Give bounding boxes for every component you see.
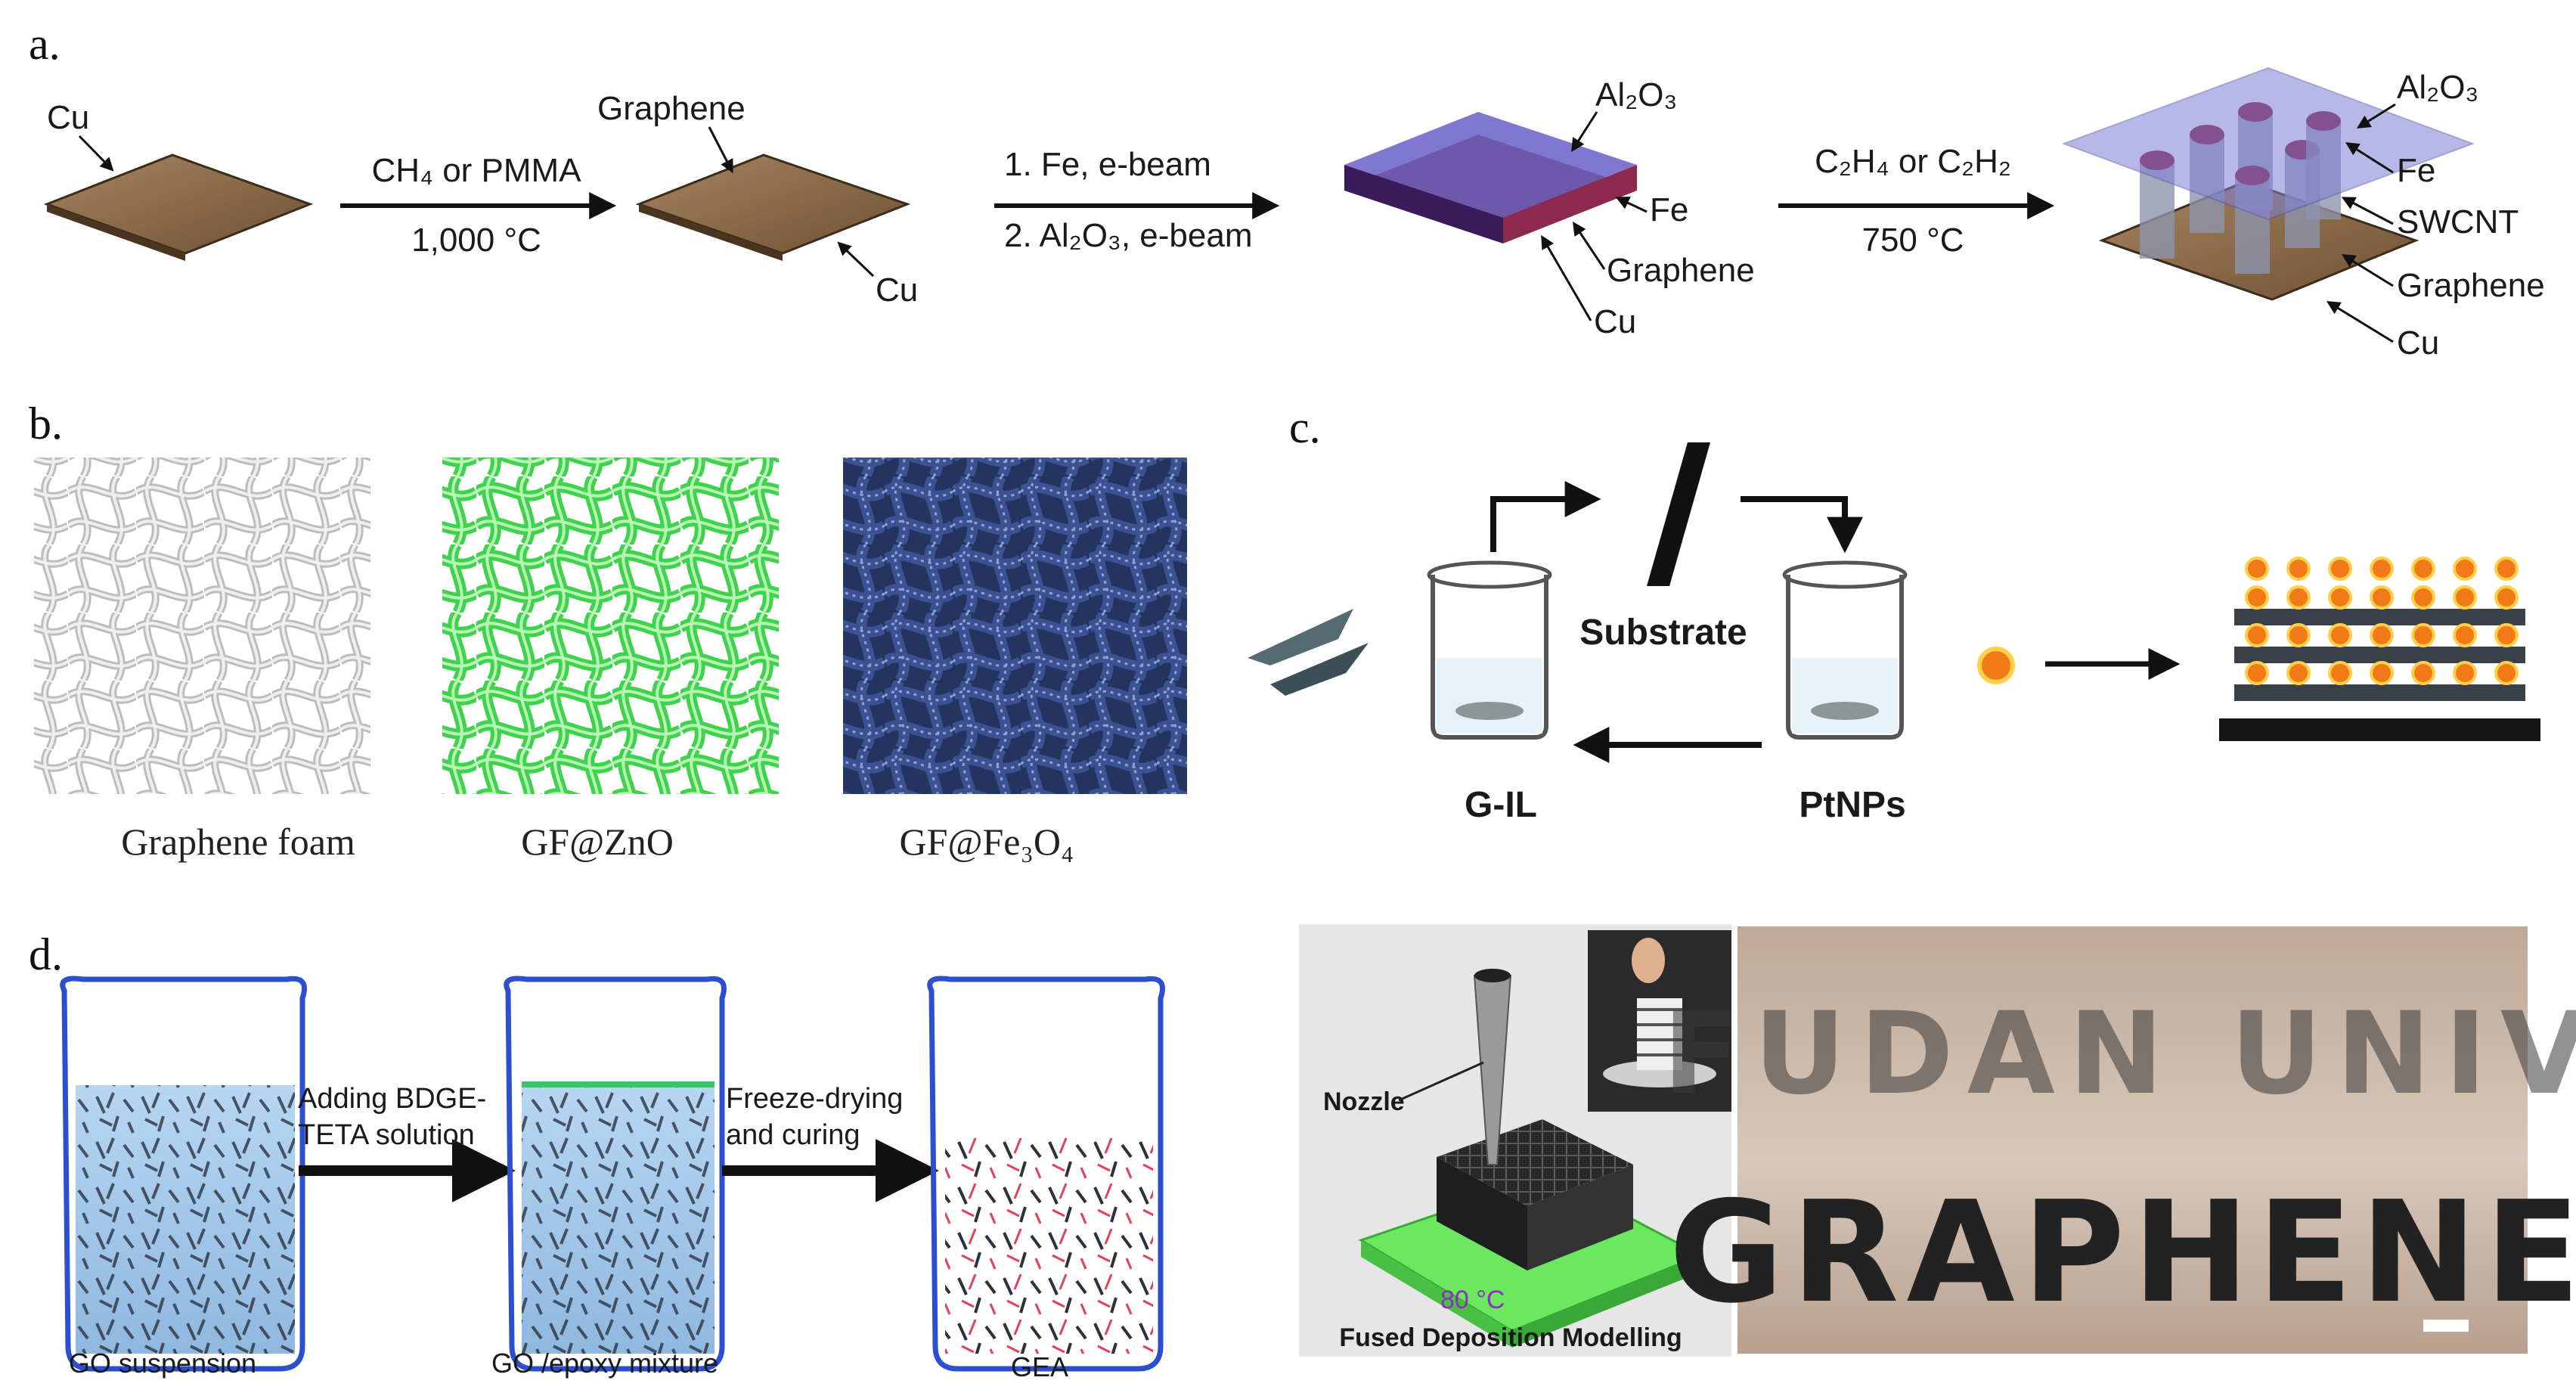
d-step2-line2: and curing <box>726 1119 860 1151</box>
step3-bottom-label: 750 °C <box>1861 222 1964 259</box>
heated-platform-edge-2 <box>1512 1255 1701 1348</box>
graphene-sheet-icon <box>1248 609 1353 665</box>
step3-top-label: C₂H₄ or C₂H₂ <box>1815 143 2011 180</box>
panel-b: b. Graphene foam GF@ZnO GF@Fe₃O₄ <box>29 399 1187 863</box>
substrate-label: Substrate <box>1579 613 1747 653</box>
step2-line1: 1. Fe, e-beam <box>1004 146 1211 183</box>
beaker3-caption: GEA <box>1011 1351 1068 1382</box>
ptnps-label: PtNPs <box>1799 785 1905 825</box>
scale-bar <box>2423 1320 2469 1332</box>
nozzle-pointer <box>1398 1061 1484 1102</box>
caption-graphene-foam: Graphene foam <box>121 821 355 863</box>
beaker-gea <box>927 976 1165 1372</box>
al2o3-pointer-2 <box>2356 103 2396 129</box>
step1-top-label: CH₄ or PMMA <box>371 152 581 189</box>
al2o3-label-1: Al₂O₃ <box>1595 76 1677 113</box>
cu-label-4: Cu <box>2397 324 2439 361</box>
d-step1-line1: Adding BDGE- <box>298 1083 486 1115</box>
cu-pointer-3 <box>1541 234 1592 321</box>
fe-label-2: Fe <box>2397 152 2435 189</box>
graphene-label-2: Graphene <box>1607 252 1755 289</box>
cycle-arrow-down <box>1741 496 1863 554</box>
gf-zno-image <box>442 458 779 794</box>
d-step1-line2: TETA solution <box>298 1119 475 1151</box>
panel-c-label: c. <box>1289 402 1321 452</box>
swcnt-pointer <box>2341 197 2394 225</box>
step1-bottom-label: 1,000 °C <box>411 222 541 259</box>
inset-photo-hand <box>1632 938 1665 983</box>
al2o3-pointer-1 <box>1571 111 1598 153</box>
beaker-gil <box>1427 560 1552 740</box>
pt-nanoparticle-icon <box>1977 647 2015 684</box>
cycle-arrow-up <box>1490 481 1601 552</box>
caption-gf-fe3o4: GF@Fe₃O₄ <box>900 821 1074 863</box>
panel-a-label: a. <box>29 19 60 69</box>
panel-d: d. GO suspension Adding BDGE- TETA solut… <box>29 929 1165 1382</box>
cu-sheet-1 <box>43 154 314 255</box>
photo-text-graphene: GRAPHENE <box>1669 1171 2576 1334</box>
panel-b-label: b. <box>29 399 63 448</box>
heated-platform-edge <box>1361 1240 1512 1348</box>
graphene-cu-edge <box>639 204 783 261</box>
fe-label-1: Fe <box>1650 191 1688 228</box>
panel-c: c. G-IL PtNPs Substrate <box>1248 402 2540 825</box>
graphene-label-3: Graphene <box>2397 267 2545 304</box>
graphene-foam-image <box>34 458 370 794</box>
beaker2-caption: GO /epoxy mixture <box>491 1348 718 1379</box>
fe-pointer-2 <box>2345 142 2394 174</box>
graphene-cu-sheet <box>635 154 911 255</box>
fdm-method-label: Fused Deposition Modelling <box>1339 1323 1682 1352</box>
swcnt-label: SWCNT <box>2397 203 2519 240</box>
beaker-ptnps <box>1782 560 1908 740</box>
printed-letters-photo <box>1737 926 2528 1354</box>
caption-gf-zno: GF@ZnO <box>521 821 674 863</box>
cu-sheet-1-edge <box>47 204 185 261</box>
cu-pointer-1 <box>78 135 114 172</box>
cu-pointer-2 <box>837 241 875 278</box>
inset-photo-stripes <box>1637 1008 1682 1056</box>
graphene-sheet-icon-2 <box>1270 643 1369 696</box>
final-alumina-plate <box>2062 67 2475 221</box>
fe-pointer-1 <box>1615 197 1648 213</box>
substrate-slab-icon <box>1647 442 1710 586</box>
cu-label-3: Cu <box>1594 303 1636 340</box>
graphene-pointer <box>708 126 733 174</box>
gf-fe3o4-image <box>843 458 1187 794</box>
stack-side <box>1503 165 1637 244</box>
panel-e: e. Nozzle 80 °C Fused Deposition Modelli… <box>1299 924 2576 1357</box>
graphene-label: Graphene <box>597 90 746 127</box>
d-step2-line1: Freeze-drying <box>726 1083 903 1115</box>
printed-block-side <box>1437 1157 1527 1270</box>
cu-label-2: Cu <box>876 271 918 309</box>
nozzle-label: Nozzle <box>1323 1087 1405 1116</box>
nozzle-top <box>1474 969 1511 982</box>
step2-line2: 2. Al₂O₃, e-beam <box>1004 217 1252 254</box>
stack-alumina-layer <box>1344 112 1637 218</box>
stack-fe-layer <box>1344 165 1503 244</box>
panel-d-label: d. <box>29 929 63 979</box>
cu-label-1: Cu <box>47 99 89 136</box>
photo-text-fudan: FUDAN UNIV <box>1663 988 2576 1120</box>
temperature-label: 80 °C <box>1440 1286 1505 1314</box>
beaker1-caption: GO suspension <box>69 1348 256 1379</box>
graphene-pointer-3 <box>2341 254 2394 287</box>
printed-block-side-2 <box>1527 1165 1633 1270</box>
layered-film <box>2219 557 2540 741</box>
panel-a: a. Cu CH₄ or PMMA 1,000 °C Graphene Cu 1… <box>29 19 2545 361</box>
graphene-pointer-2 <box>1573 222 1606 270</box>
cu-pointer-4 <box>2326 301 2394 343</box>
inset-photo-turntable <box>1603 1060 1716 1087</box>
beaker-go-epoxy <box>504 976 727 1372</box>
gil-label: G-IL <box>1465 785 1537 825</box>
al2o3-label-2: Al₂O₃ <box>2397 69 2478 106</box>
beaker-go-suspension <box>60 976 307 1372</box>
